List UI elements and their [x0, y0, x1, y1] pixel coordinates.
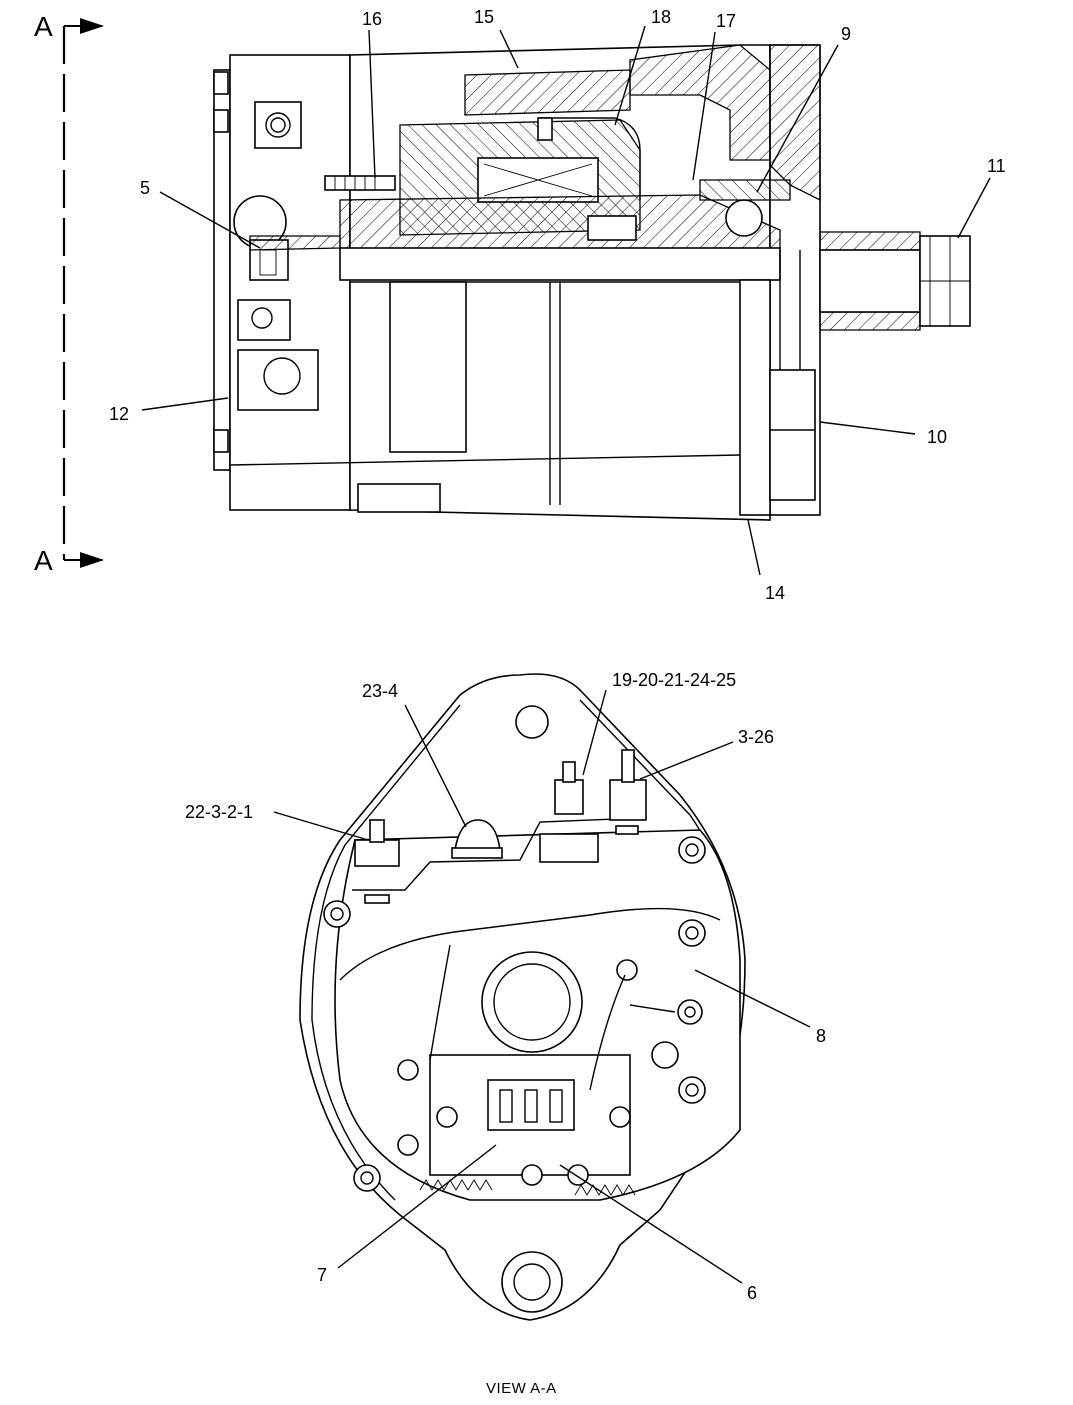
callout-12: 12 — [109, 404, 129, 424]
section-letter-bottom: A — [34, 545, 53, 576]
section-line — [62, 18, 104, 568]
callout-10: 10 — [927, 427, 947, 447]
callout-16: 16 — [362, 9, 382, 29]
section-letter-top: A — [34, 11, 53, 42]
callout-14: 14 — [765, 583, 785, 603]
callout-15: 15 — [474, 7, 494, 27]
callout-6: 6 — [747, 1283, 757, 1303]
callout-7: 7 — [317, 1265, 327, 1285]
view-caption: VIEW A-A — [486, 1380, 557, 1397]
callout-9: 9 — [841, 24, 851, 44]
callout-11: 11 — [987, 156, 1006, 176]
callout-17: 17 — [716, 11, 736, 31]
side-section-view — [213, 44, 971, 521]
callout-3-26: 3-26 — [738, 727, 774, 747]
callout-8: 8 — [816, 1026, 826, 1046]
leader-lines — [141, 25, 991, 1284]
callout-23-4: 23-4 — [362, 681, 398, 701]
end-view-a-a — [299, 673, 746, 1321]
callout-18: 18 — [651, 7, 671, 27]
callout-19-20-21-24-25: 19-20-21-24-25 — [612, 670, 736, 690]
callout-5: 5 — [140, 178, 150, 198]
callout-22-3-2-1: 22-3-2-1 — [185, 802, 253, 822]
